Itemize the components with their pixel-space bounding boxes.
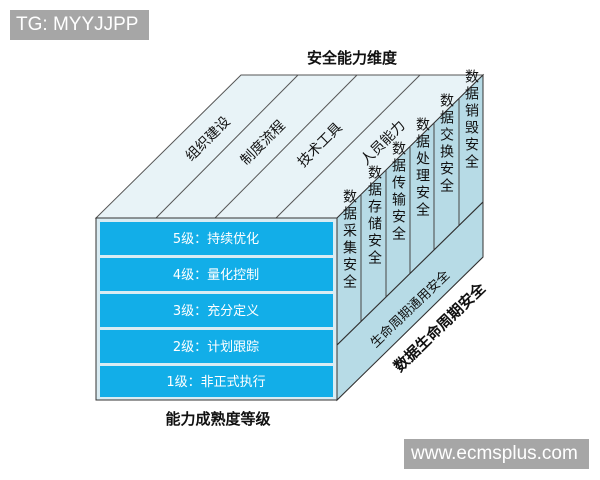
front-axis-title: 能力成熟度等级	[165, 410, 271, 428]
level-4-label: 4级：量化控制	[173, 268, 259, 283]
stage-process: 数据处理安全	[414, 117, 430, 219]
level-3-label: 3级：充分定义	[173, 303, 259, 319]
stage-store: 数据存储安全	[366, 165, 382, 267]
watermark-bottom-right: www.ecmsplus.com	[404, 439, 589, 469]
watermark-top-left: TG: MYYJJPP	[10, 10, 149, 40]
top-axis-title: 安全能力维度	[307, 49, 398, 67]
lifecycle-stages: 数据采集安全 数据存储安全 数据传输安全 数据处理安全 数据交换安全 数据销毁安…	[341, 69, 479, 291]
stage-transmit: 数据传输安全	[390, 141, 406, 243]
level-3	[100, 294, 333, 327]
level-5-label: 5级：持续优化	[173, 232, 259, 247]
level-5	[100, 222, 333, 255]
stage-collect: 数据采集安全	[341, 189, 357, 291]
level-1	[100, 366, 333, 397]
level-4	[100, 258, 333, 291]
maturity-levels: 5级：持续优化 4级：量化控制 3级：充分定义 2级：计划跟踪 1级：非正式执行	[100, 222, 333, 397]
stage-destroy: 数据销毁安全	[463, 69, 479, 171]
level-1-label: 1级：非正式执行	[166, 375, 265, 390]
level-2	[100, 330, 333, 363]
level-2-label: 2级：计划跟踪	[173, 340, 259, 355]
stage-exchange: 数据交换安全	[438, 93, 454, 195]
